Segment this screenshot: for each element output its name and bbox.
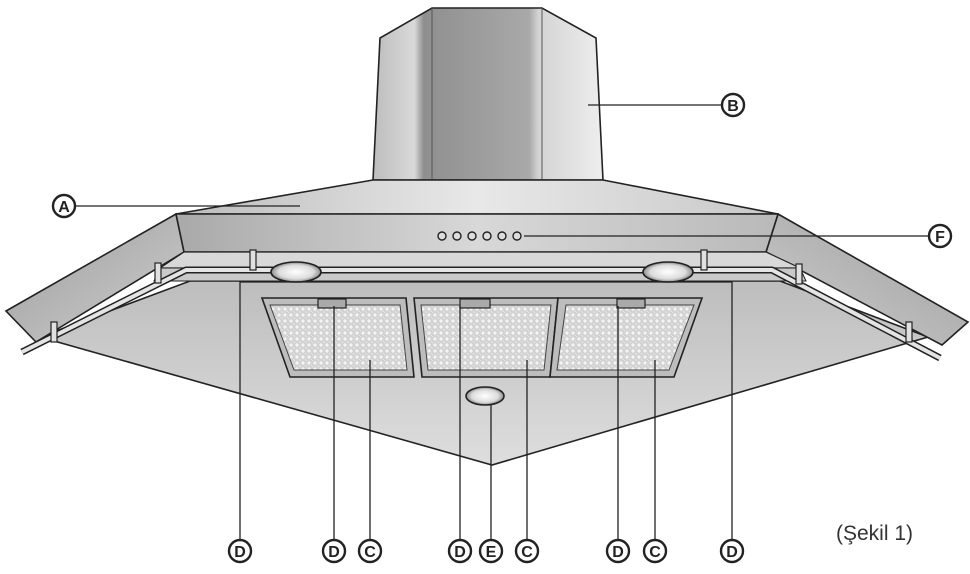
callout-c-label: C bbox=[649, 544, 661, 561]
lamp-right bbox=[642, 261, 694, 283]
leader-lines bbox=[75, 104, 929, 540]
callout-d-5: D bbox=[719, 538, 745, 564]
figure-caption: (Şekil 1) bbox=[836, 522, 914, 545]
callouts: A B F D D C D E bbox=[51, 92, 953, 564]
callout-d-label: D bbox=[454, 544, 466, 561]
callout-d-label: D bbox=[612, 544, 624, 561]
control-button[interactable] bbox=[512, 231, 522, 241]
callout-a: A bbox=[51, 193, 77, 219]
control-button[interactable] bbox=[467, 231, 477, 241]
callout-d-label: D bbox=[234, 544, 246, 561]
callout-c-2: C bbox=[514, 538, 540, 564]
callout-f-label: F bbox=[935, 229, 945, 246]
callout-a-label: A bbox=[58, 199, 70, 216]
callout-e-label: E bbox=[486, 544, 497, 561]
callout-e: E bbox=[478, 538, 504, 564]
callout-b-label: B bbox=[727, 98, 739, 115]
lamp-left bbox=[270, 261, 322, 283]
callout-c-3: C bbox=[642, 538, 668, 564]
callout-c-label: C bbox=[521, 544, 533, 561]
front-panel bbox=[175, 213, 780, 253]
callout-d-label: D bbox=[328, 544, 340, 561]
callout-c-label: C bbox=[364, 544, 376, 561]
grease-filter-right bbox=[549, 297, 704, 378]
control-button[interactable] bbox=[452, 231, 462, 241]
control-button[interactable] bbox=[482, 231, 492, 241]
grease-filter-left bbox=[260, 297, 415, 378]
lamp-bottom bbox=[465, 386, 505, 406]
callout-d-2: D bbox=[321, 538, 347, 564]
callout-f: F bbox=[927, 223, 953, 249]
callout-d-4: D bbox=[605, 538, 631, 564]
canopy-top bbox=[175, 179, 779, 215]
callout-d-label: D bbox=[726, 544, 738, 561]
callout-d-1: D bbox=[227, 538, 253, 564]
callout-d-3: D bbox=[447, 538, 473, 564]
callout-c-1: C bbox=[357, 538, 383, 564]
control-button[interactable] bbox=[437, 231, 447, 241]
control-buttons bbox=[437, 231, 522, 241]
chimney bbox=[372, 7, 604, 181]
callout-b: B bbox=[720, 92, 746, 118]
control-button[interactable] bbox=[497, 231, 507, 241]
grease-filter-center bbox=[413, 297, 559, 378]
handrail bbox=[20, 249, 942, 362]
